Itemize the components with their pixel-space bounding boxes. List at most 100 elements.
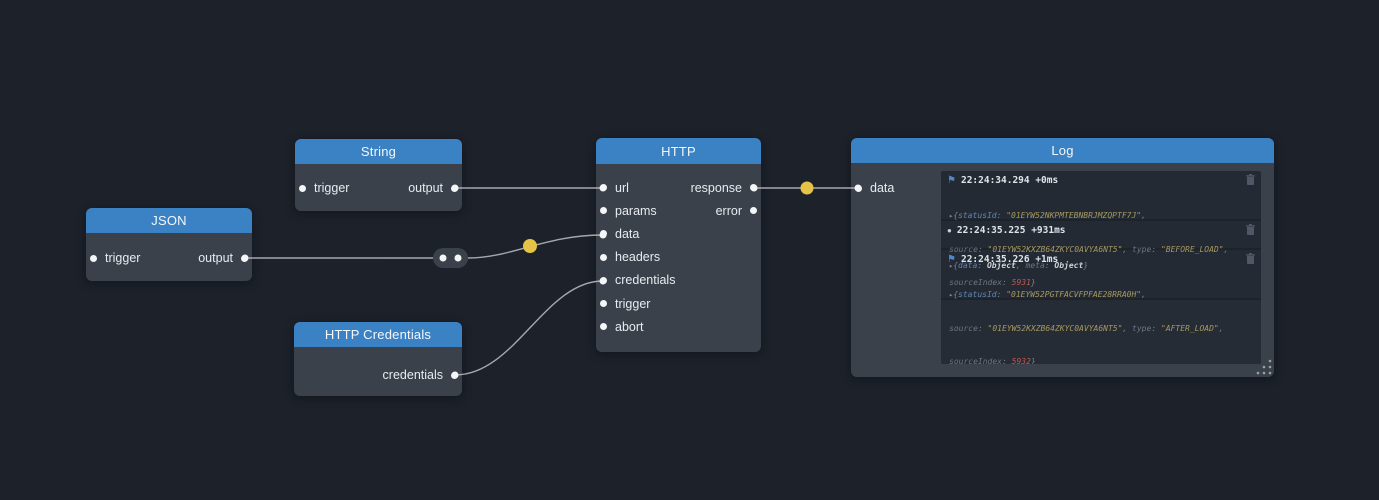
object-key: data xyxy=(958,261,978,270)
port-http-headers[interactable]: headers xyxy=(600,250,660,264)
port-label: trigger xyxy=(615,296,651,311)
object-key: source xyxy=(949,324,978,333)
port-http-abort[interactable]: abort xyxy=(600,320,644,334)
trash-icon[interactable] xyxy=(1246,251,1255,269)
string-value: "BEFORE_LOAD" xyxy=(1160,245,1224,254)
node-header-http-credentials[interactable]: HTTP Credentials xyxy=(294,322,462,347)
port-label: output xyxy=(408,181,443,195)
log-timestamp: 22:24:35.225 +931ms xyxy=(956,225,1066,236)
port-dot[interactable] xyxy=(600,323,607,331)
node-header-string[interactable]: String xyxy=(295,139,462,164)
port-dot[interactable] xyxy=(600,184,607,192)
brace: } xyxy=(1030,278,1036,287)
port-dot[interactable] xyxy=(299,184,306,192)
port-dot[interactable] xyxy=(90,254,97,262)
port-dot[interactable] xyxy=(855,184,862,192)
colon: : xyxy=(977,324,988,333)
port-dot[interactable] xyxy=(241,254,248,262)
brace: } xyxy=(1083,261,1089,270)
string-value: "01EYW52KXZB64ZKYC0AVYA6NT5" xyxy=(987,245,1123,254)
log-object-preview[interactable]: ▸{statusId: "01EYW52NKPMTEBNBRJMZQPTF7J"… xyxy=(947,188,1255,310)
port-http-params[interactable]: params xyxy=(600,204,657,218)
node-json[interactable]: JSON trigger output xyxy=(86,208,252,281)
port-http-trigger[interactable]: trigger xyxy=(600,297,650,311)
wire-waypoint-pill[interactable] xyxy=(433,248,468,268)
port-http-url[interactable]: url xyxy=(600,181,629,195)
port-dot[interactable] xyxy=(451,184,458,192)
waypoint-dot[interactable] xyxy=(439,254,447,262)
node-http[interactable]: HTTP url params data headers credentials… xyxy=(596,138,761,352)
port-string-trigger[interactable]: trigger xyxy=(299,181,349,195)
object-key: type xyxy=(1132,245,1152,254)
port-http-credentials[interactable]: credentials xyxy=(600,273,675,287)
expand-arrow-icon[interactable]: ▸ xyxy=(949,212,954,220)
comma: , xyxy=(1141,211,1146,220)
log-object-preview[interactable]: ▸{data: Object, meta: Object} xyxy=(947,238,1255,294)
log-output-panel[interactable]: ⚑ 22:24:34.294 +0ms ▸{statusId: "01EYW52… xyxy=(941,171,1261,364)
node-string[interactable]: String trigger output xyxy=(295,139,462,211)
node-log[interactable]: Log data ⚑ 22:24:34.294 +0ms ▸{statusId:… xyxy=(851,138,1274,377)
string-value: "01EYW52PGTFACVFPFAE28RRA0H" xyxy=(1006,290,1142,299)
trash-icon[interactable] xyxy=(1246,222,1255,240)
node-header-log[interactable]: Log xyxy=(851,138,1274,163)
port-label: headers xyxy=(615,250,661,265)
port-dot[interactable] xyxy=(600,276,607,284)
port-credentials-output[interactable]: credentials xyxy=(383,368,458,382)
expand-arrow-icon[interactable]: ▸ xyxy=(949,262,954,270)
port-dot[interactable] xyxy=(451,371,458,379)
object-key: sourceIndex xyxy=(949,357,1002,364)
string-value: "AFTER_LOAD" xyxy=(1160,324,1219,333)
comma: , xyxy=(1122,324,1133,333)
port-json-trigger[interactable]: trigger xyxy=(90,251,140,265)
log-inputs-column: data xyxy=(851,176,941,200)
log-object-preview[interactable]: ▸{statusId: "01EYW52PGTFACVFPFAE28RRA0H"… xyxy=(947,267,1255,364)
object-value: Object xyxy=(1054,261,1084,270)
port-dot[interactable] xyxy=(750,207,757,215)
wire-credentials-to-http-credentials[interactable] xyxy=(454,280,604,376)
trash-icon[interactable] xyxy=(1246,172,1255,190)
port-dot[interactable] xyxy=(750,184,757,192)
colon: : xyxy=(1001,357,1012,364)
port-http-response[interactable]: response xyxy=(691,181,757,195)
port-label: abort xyxy=(615,319,644,334)
number-value: 5931 xyxy=(1011,278,1031,287)
port-dot[interactable] xyxy=(600,253,607,261)
port-string-output[interactable]: output xyxy=(408,181,458,195)
colon: : xyxy=(977,261,987,270)
port-label: credentials xyxy=(615,273,676,288)
port-dot[interactable] xyxy=(600,230,607,238)
node-header-http[interactable]: HTTP xyxy=(596,138,761,164)
colon: : xyxy=(977,245,988,254)
port-dot[interactable] xyxy=(600,300,607,308)
waypoint-dot[interactable] xyxy=(454,254,462,262)
object-key: meta xyxy=(1025,261,1045,270)
object-key: type xyxy=(1132,324,1152,333)
port-json-output[interactable]: output xyxy=(198,251,248,265)
colon: : xyxy=(996,290,1007,299)
port-http-error[interactable]: error xyxy=(716,204,757,218)
node-header-json[interactable]: JSON xyxy=(86,208,252,233)
http-outputs-column: response error xyxy=(651,176,761,222)
comma: , xyxy=(1015,261,1026,270)
signal-value-dot[interactable] xyxy=(523,239,537,253)
port-http-data[interactable]: data xyxy=(600,227,639,241)
comma: , xyxy=(1218,324,1224,333)
resize-handle[interactable] xyxy=(1256,359,1272,375)
log-entry: ⚑ 22:24:35.226 +1ms ▸{statusId: "01EYW52… xyxy=(941,250,1261,364)
port-dot[interactable] xyxy=(600,207,607,215)
node-http-credentials[interactable]: HTTP Credentials credentials xyxy=(294,322,462,396)
expand-arrow-icon[interactable]: ▸ xyxy=(949,291,954,299)
port-label: credentials xyxy=(382,368,443,382)
flag-icon: ⚑ xyxy=(947,253,956,265)
log-timestamp: 22:24:35.226 +1ms xyxy=(960,254,1059,265)
object-key: source xyxy=(949,245,978,254)
colon: : xyxy=(1151,245,1161,254)
wire-waypoint-to-http-data[interactable] xyxy=(467,234,604,259)
port-label: output xyxy=(198,251,233,265)
port-log-data[interactable]: data xyxy=(855,181,894,195)
signal-value-dot[interactable] xyxy=(800,181,814,195)
node-body: credentials xyxy=(294,347,462,387)
port-label: trigger xyxy=(105,251,141,265)
log-entry: ⚑ 22:24:34.294 +0ms ▸{statusId: "01EYW52… xyxy=(941,171,1261,287)
